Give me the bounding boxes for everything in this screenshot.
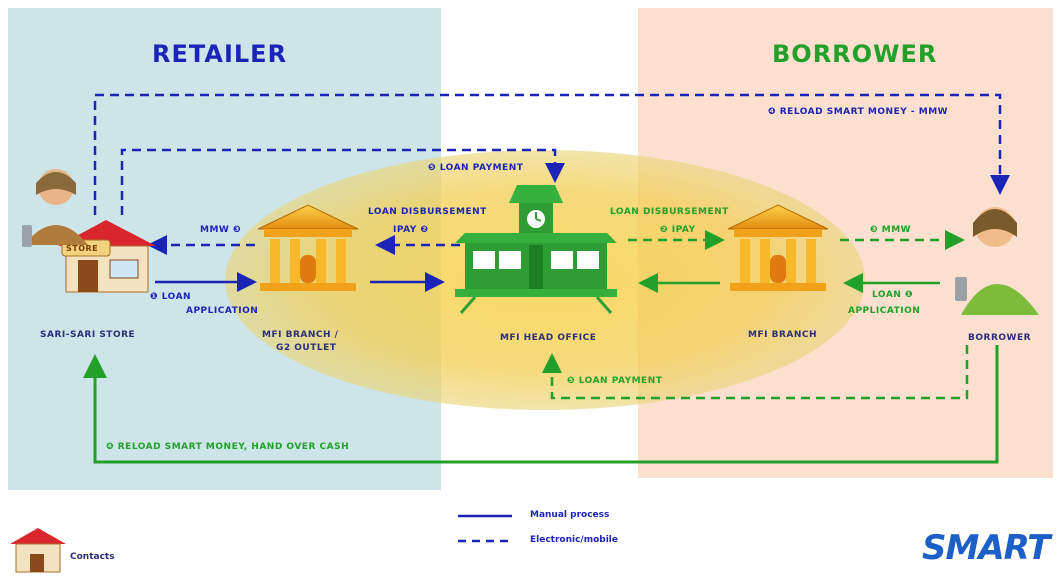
borrower-person-icon: [955, 207, 1039, 315]
loan-payment-top-label: ❺ LOAN PAYMENT: [428, 163, 524, 173]
loan-app-left-label-1: ❶ LOAN: [150, 292, 192, 302]
head-office-label: MFI HEAD OFFICE: [500, 333, 597, 343]
branch-right-label: MFI BRANCH: [748, 330, 818, 340]
smart-logo-text: SMART: [922, 528, 1050, 568]
retailer-person-icon: [22, 169, 88, 247]
legend-electronic-label: Electronic/mobile: [530, 535, 618, 545]
disbursement-right-label: LOAN DISBURSEMENT: [610, 207, 729, 217]
legend-contacts-label: Contacts: [70, 552, 115, 562]
ipay-right-label: ❷ IPAY: [660, 225, 696, 235]
retailer-title: RETAILER: [152, 40, 288, 68]
contacts-house-icon: [10, 528, 66, 573]
reload-bottom-line: [83, 345, 999, 464]
head-office-icon: [455, 185, 617, 314]
store-label: SARI-SARI STORE: [40, 330, 136, 340]
borrower-label: BORROWER: [968, 333, 1032, 343]
store-icon: [58, 220, 156, 293]
loan-app-left-label-2: APPLICATION: [186, 306, 259, 316]
loan-payment-top-line: [120, 148, 565, 215]
branch-left-label-2: G2 OUTLET: [276, 343, 337, 353]
loan-payment-bottom-label: ❺ LOAN PAYMENT: [567, 376, 663, 386]
reload-top-label: ❹ RELOAD SMART MONEY - MMW: [768, 107, 949, 117]
ipay-left-label: IPAY ❷: [393, 225, 429, 235]
disbursement-left-label: LOAN DISBURSEMENT: [368, 207, 487, 217]
bank-left-icon: [257, 204, 359, 291]
store-sign: STORE: [66, 244, 99, 253]
reload-bottom-label: ❹ RELOAD SMART MONEY, HAND OVER CASH: [106, 442, 350, 452]
loan-app-right-label-2: APPLICATION: [848, 306, 921, 316]
bank-right-icon: [727, 204, 829, 291]
mmw-left-label: MMW ❸: [200, 225, 242, 235]
reload-top-line: [93, 93, 1010, 215]
loan-payment-bottom-line: [542, 345, 969, 400]
smart-logo: SMART: [922, 528, 1050, 568]
loan-app-right-label-1: LOAN ❶: [872, 290, 914, 300]
branch-left-label-1: MFI BRANCH /: [262, 330, 339, 340]
mmw-right-label: ❸ MMW: [870, 225, 912, 235]
borrower-title: BORROWER: [772, 40, 938, 68]
legend-manual-label: Manual process: [530, 510, 610, 520]
